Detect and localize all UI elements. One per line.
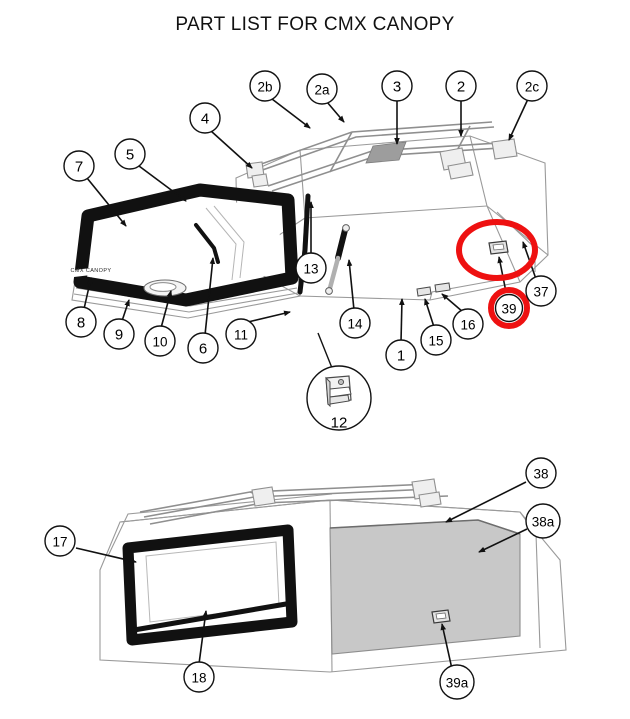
svg-text:2: 2: [457, 79, 465, 96]
glass-top-edge: [329, 519, 521, 535]
callout-37[interactable]: 37: [525, 275, 557, 307]
svg-text:8: 8: [77, 315, 85, 332]
svg-text:39a: 39a: [446, 676, 469, 691]
red-ring-highlight-39: [488, 287, 530, 329]
callout-18[interactable]: 18: [183, 661, 215, 693]
door-interior-trim: [205, 205, 245, 281]
svg-text:3: 3: [393, 79, 401, 96]
svg-text:CMX CANOPY: CMX CANOPY: [71, 268, 112, 274]
callout-8[interactable]: 8: [65, 306, 97, 338]
upper-leader-lines: [83, 98, 537, 343]
svg-text:5: 5: [126, 147, 134, 164]
page-title: PART LIST FOR CMX CANOPY: [175, 14, 455, 35]
inset-hardware-drawing: [325, 375, 352, 408]
svg-text:39: 39: [501, 302, 516, 317]
callout-10[interactable]: 10: [144, 325, 176, 357]
inset-label: 12: [331, 415, 348, 432]
upper-assembly-drawing: CMX CANOPY: [71, 98, 549, 432]
tinted-side-glass: [329, 519, 521, 655]
callout-38[interactable]: 38: [525, 457, 557, 489]
callout-4[interactable]: 4: [189, 102, 221, 134]
callout-bubbles: 2b 2a 3 2 2c 4: [44, 70, 561, 700]
lower-assembly-drawing: [75, 478, 567, 673]
svg-text:18: 18: [191, 671, 206, 686]
svg-text:4: 4: [201, 111, 209, 128]
svg-text:2a: 2a: [314, 83, 330, 98]
latch-39-part: [488, 240, 509, 255]
latch-39a-part: [431, 609, 451, 624]
side-window-seal: [122, 524, 298, 646]
svg-text:1: 1: [397, 348, 405, 365]
callout-3[interactable]: 3: [381, 70, 413, 102]
callout-2a[interactable]: 2a: [306, 73, 338, 105]
callout-1[interactable]: 1: [385, 339, 417, 371]
callout-2[interactable]: 2: [445, 70, 477, 102]
svg-text:13: 13: [303, 262, 318, 277]
svg-text:2c: 2c: [525, 80, 540, 95]
callout-39a[interactable]: 39a: [439, 664, 475, 700]
callout-5[interactable]: 5: [114, 138, 146, 170]
roof-rack-feet: [245, 138, 518, 188]
svg-text:15: 15: [428, 334, 443, 349]
callout-17[interactable]: 17: [44, 525, 76, 557]
lower-rack-feet: [251, 478, 442, 508]
callout-9[interactable]: 9: [103, 318, 135, 350]
svg-text:38: 38: [533, 467, 548, 482]
svg-text:17: 17: [52, 535, 67, 550]
callout-13[interactable]: 13: [295, 252, 327, 284]
callout-11[interactable]: 11: [225, 318, 257, 350]
inner-seal-segment: [194, 223, 220, 264]
callout-2c[interactable]: 2c: [516, 70, 548, 102]
latch-hardware-group: [416, 282, 451, 297]
svg-text:37: 37: [533, 285, 548, 300]
svg-text:7: 7: [75, 159, 83, 176]
latch-15: [416, 286, 432, 297]
callout-2b[interactable]: 2b: [249, 70, 281, 102]
tailgate-logo: CMX CANOPY: [71, 266, 112, 277]
svg-text:16: 16: [460, 318, 475, 333]
svg-text:2b: 2b: [257, 80, 272, 95]
callout-7[interactable]: 7: [63, 150, 95, 182]
red-ellipse-highlight: [456, 219, 538, 281]
svg-text:6: 6: [199, 341, 207, 358]
svg-text:14: 14: [347, 317, 363, 332]
svg-text:10: 10: [152, 335, 167, 350]
window-slider-rail: [131, 601, 289, 633]
rear-glass-seal: [73, 183, 299, 307]
callout-16[interactable]: 16: [452, 308, 484, 340]
callout-38a[interactable]: 38a: [525, 503, 561, 539]
latch-detail-inset: 12: [306, 332, 372, 432]
door-handle: [143, 279, 187, 297]
svg-text:11: 11: [234, 328, 248, 343]
callout-15[interactable]: 15: [420, 324, 452, 356]
callout-39[interactable]: 39: [494, 293, 524, 323]
side-window-pane: [137, 537, 285, 632]
svg-text:38a: 38a: [532, 515, 555, 530]
callout-14[interactable]: 14: [339, 307, 371, 339]
gas-strut: [325, 224, 350, 295]
lower-leader-lines: [75, 481, 528, 670]
latch-16: [434, 282, 451, 293]
svg-text:9: 9: [115, 327, 123, 344]
callout-6[interactable]: 6: [187, 332, 219, 364]
roof-vent-pad: [365, 141, 407, 164]
